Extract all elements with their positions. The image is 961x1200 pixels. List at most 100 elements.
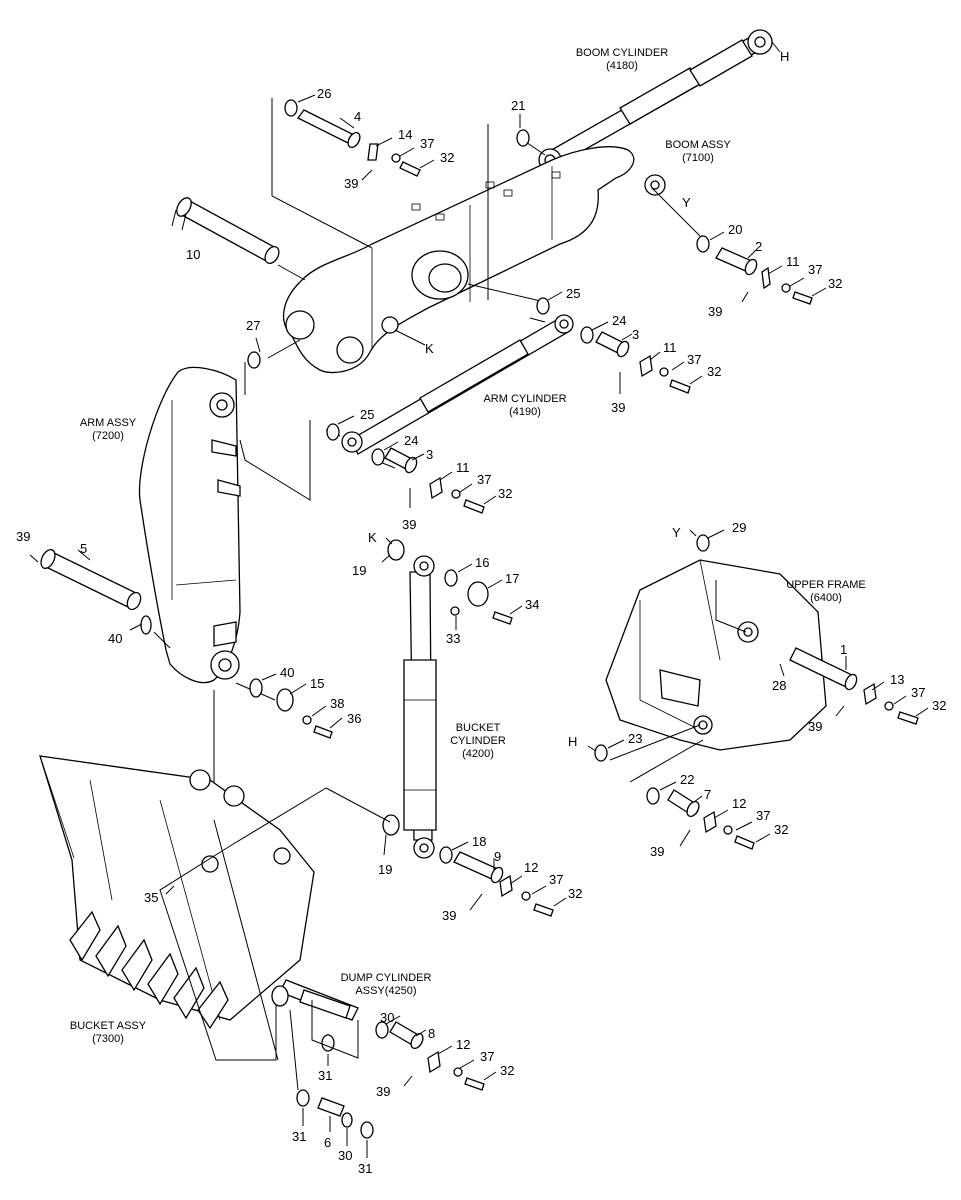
callout-19-a: 19	[352, 563, 366, 578]
arm-assy-code: (7200)	[92, 430, 124, 442]
callout-25-a: 25	[566, 286, 580, 301]
callout-8: 8	[428, 1026, 435, 1041]
dump-cylinder-label-2: ASSY(4250)	[355, 985, 416, 997]
arm-assy-label: ARM ASSY	[80, 417, 137, 429]
callout-leaders	[29, 94, 929, 1158]
lock-plates	[367, 143, 877, 1074]
arm-cylinder-label: ARM CYLINDER	[483, 393, 566, 405]
callout-12-a: 12	[732, 796, 746, 811]
boom-leader-lines	[244, 98, 701, 395]
callout-32-c: 32	[707, 364, 721, 379]
boom-assy-code: (7100)	[682, 152, 714, 164]
callout-1: 1	[840, 642, 847, 657]
callout-24-a: 24	[612, 313, 626, 328]
callout-33: 33	[446, 631, 460, 646]
callout-31-a: 31	[318, 1068, 332, 1083]
callout-39-b: 39	[708, 304, 722, 319]
callout-11-c: 11	[456, 460, 470, 475]
bucket-leader-lines	[159, 787, 391, 1091]
callout-32-g: 32	[568, 886, 582, 901]
callout-37-g: 37	[549, 872, 563, 887]
bucket-assy-label: BUCKET ASSY	[70, 1020, 147, 1032]
callout-38: 38	[330, 696, 344, 711]
callout-37-h: 37	[480, 1049, 494, 1064]
dump-cylinder	[271, 979, 424, 1117]
callout-30-a: 30	[380, 1010, 394, 1025]
callout-24-b: 24	[404, 433, 418, 448]
pins-lower	[40, 548, 700, 884]
callout-4: 4	[354, 109, 361, 124]
pins	[297, 109, 758, 474]
callout-6: 6	[324, 1135, 331, 1150]
callout-31-c: 31	[358, 1161, 372, 1176]
frame-leader-lines	[609, 580, 747, 783]
bucket-cylinder	[403, 555, 437, 859]
callout-40-b: 40	[280, 665, 294, 680]
callout-31-b: 31	[292, 1129, 306, 1144]
boom-cylinder-label: BOOM CYLINDER	[576, 47, 668, 59]
boom-assy	[282, 146, 666, 374]
callout-29: 29	[732, 520, 746, 535]
boom-cylinder-code: (4180)	[606, 60, 638, 72]
callout-39-e: 39	[16, 529, 30, 544]
ref-y-boom: Y	[682, 195, 691, 210]
callout-39-c: 39	[611, 400, 625, 415]
ref-h-top: H	[780, 49, 789, 64]
ref-h-frame: H	[568, 734, 577, 749]
callout-32-b: 32	[828, 276, 842, 291]
arm-cylinder-code: (4190)	[509, 406, 541, 418]
callout-12-c: 12	[456, 1037, 470, 1052]
callout-35: 35	[144, 890, 158, 905]
callout-5: 5	[80, 541, 87, 556]
callout-32-f: 32	[774, 822, 788, 837]
callout-10: 10	[186, 247, 200, 262]
callout-28: 28	[772, 678, 786, 693]
callout-39-a: 39	[344, 176, 358, 191]
pin-10	[171, 197, 280, 265]
callout-22: 22	[680, 772, 694, 787]
callout-37-b: 37	[808, 262, 822, 277]
bucket-cylinder-label-1: BUCKET	[456, 722, 501, 734]
callout-numbers: 26 4 14 37 32 39 21 10 20 2 11 37 32 39 …	[16, 86, 946, 1176]
washers	[140, 99, 786, 1139]
callout-39-f: 39	[808, 719, 822, 734]
ref-y-frame: Y	[672, 525, 681, 540]
ref-k-boom: K	[425, 341, 434, 356]
callout-21: 21	[511, 98, 525, 113]
callout-27: 27	[246, 318, 260, 333]
callout-39-d: 39	[402, 517, 416, 532]
upper-frame	[605, 559, 858, 751]
callout-36: 36	[347, 711, 361, 726]
callout-13: 13	[890, 672, 904, 687]
callout-14: 14	[398, 127, 412, 142]
callout-16: 16	[475, 555, 489, 570]
callout-11-a: 11	[786, 254, 800, 269]
upper-frame-label: UPPER FRAME	[786, 579, 865, 591]
callout-26: 26	[317, 86, 331, 101]
dump-cylinder-label-1: DUMP CYLINDER	[341, 972, 432, 984]
upper-frame-code: (6400)	[810, 592, 842, 604]
callout-37-f: 37	[756, 808, 770, 823]
callout-19-b: 19	[378, 862, 392, 877]
callout-34: 34	[525, 597, 539, 612]
callout-9: 9	[494, 849, 501, 864]
callout-18: 18	[472, 834, 486, 849]
callout-39-i: 39	[376, 1084, 390, 1099]
callout-37-d: 37	[477, 472, 491, 487]
ref-k-bucket-cyl: K	[368, 530, 377, 545]
callout-37-e: 37	[911, 685, 925, 700]
callout-12-b: 12	[524, 860, 538, 875]
arm-assy	[138, 366, 241, 684]
callout-39-h: 39	[442, 908, 456, 923]
callout-32-e: 32	[932, 698, 946, 713]
bucket-cylinder-label-2: CYLINDER	[450, 735, 506, 747]
callout-39-g: 39	[650, 844, 664, 859]
callout-7: 7	[704, 787, 711, 802]
callout-3-a: 3	[632, 327, 639, 342]
callout-32-h: 32	[500, 1063, 514, 1078]
arm-cylinder	[341, 314, 574, 455]
bucket-cylinder-code: (4200)	[462, 748, 494, 760]
callout-3-b: 3	[426, 447, 433, 462]
callout-2: 2	[755, 239, 762, 254]
